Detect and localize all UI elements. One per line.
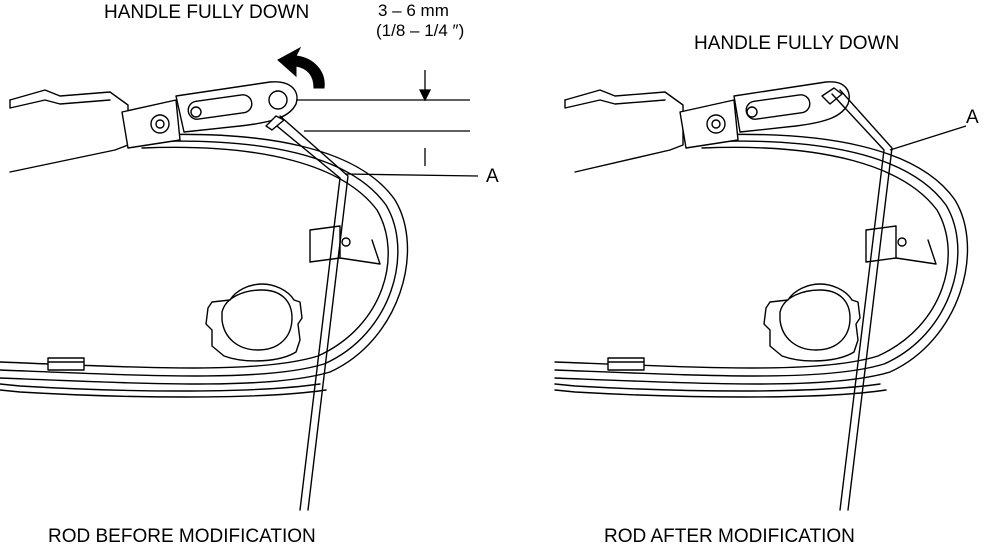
left-handle <box>175 81 298 133</box>
right-housing-shell <box>564 89 684 173</box>
dimension-mm-label: 3 – 6 mm <box>378 1 449 20</box>
dimension-inch-label: (1/8 – 1/4 ″) <box>376 21 465 40</box>
left-bulb-socket <box>205 283 303 362</box>
right-callout-leader <box>889 125 967 151</box>
right-assembly <box>554 81 969 511</box>
right-caption: ROD AFTER MODIFICATION <box>604 526 855 546</box>
left-housing-shell <box>9 89 129 173</box>
right-handle-slot <box>745 94 811 120</box>
rotation-arrow-icon <box>277 46 325 89</box>
left-dimension <box>296 70 479 177</box>
left-title: HANDLE FULLY DOWN <box>104 2 310 23</box>
right-bulb-socket <box>763 283 861 362</box>
right-lever-base <box>679 99 739 149</box>
right-lens-ring-outer <box>554 133 969 385</box>
left-shell-clip <box>47 357 85 371</box>
left-rod <box>271 121 341 511</box>
right-rod <box>831 93 885 511</box>
right-shell-clip <box>607 357 645 371</box>
left-callout-leader <box>344 173 479 177</box>
right-handle <box>733 81 850 133</box>
left-lens-ring-outer <box>0 133 409 385</box>
left-handle-slot <box>187 94 253 120</box>
left-assembly <box>0 81 409 511</box>
left-part-callout: A <box>486 166 499 187</box>
left-caption: ROD BEFORE MODIFICATION <box>48 526 316 546</box>
right-title: HANDLE FULLY DOWN <box>694 33 900 54</box>
left-side-bracket <box>309 225 341 263</box>
right-part-callout: A <box>966 107 979 128</box>
